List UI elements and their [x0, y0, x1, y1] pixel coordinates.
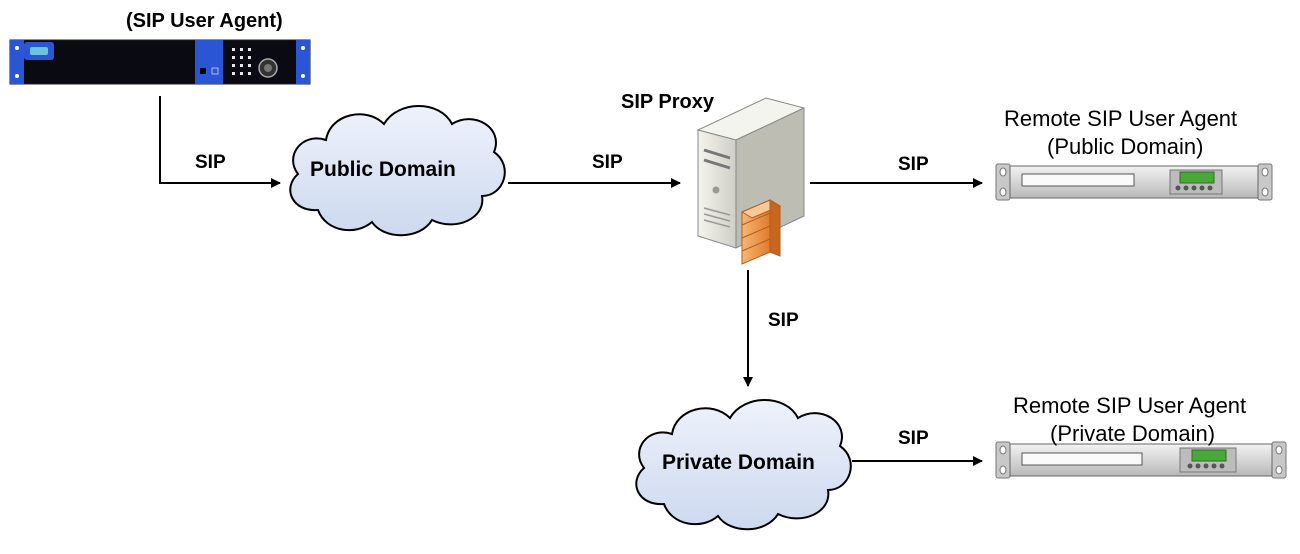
link-label-public-to-proxy: SIP: [592, 152, 623, 173]
sip-user-agent-title: (SIP User Agent): [126, 10, 283, 32]
public-domain-label: Public Domain: [310, 158, 456, 181]
remote-private-title-line2: (Private Domain): [1050, 421, 1216, 446]
public-domain-cloud-icon: [289, 105, 506, 237]
sip-user-agent-device-icon: [9, 39, 311, 85]
link-label-ua-to-public: SIP: [195, 152, 226, 173]
firewall-icon: [740, 199, 782, 265]
remote-public-title-line1: Remote SIP User Agent: [1004, 106, 1238, 131]
private-domain-label: Private Domain: [662, 451, 815, 474]
remote-private-title-line1: Remote SIP User Agent: [1013, 393, 1247, 418]
remote-public-device-icon: [995, 163, 1273, 201]
link-label-proxy-to-remote-public: SIP: [898, 154, 929, 175]
private-domain-cloud-icon: [635, 399, 852, 531]
link-label-private-to-remote-private: SIP: [898, 428, 929, 449]
remote-private-device-icon: [995, 441, 1287, 479]
remote-public-title-line2: (Public Domain): [1047, 134, 1204, 159]
sip-proxy-title: SIP Proxy: [621, 91, 715, 113]
link-label-proxy-to-private: SIP: [768, 310, 799, 331]
connector-ua-to-public: [159, 96, 281, 188]
